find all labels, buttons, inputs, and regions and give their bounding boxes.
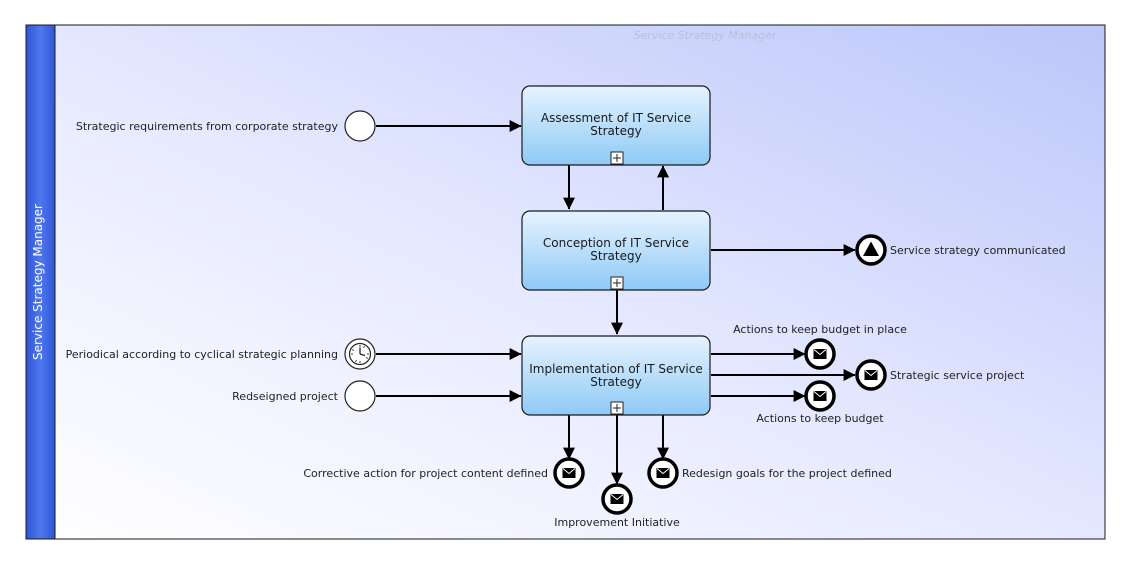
envelope-icon xyxy=(610,494,624,504)
event-label: Corrective action for project content de… xyxy=(303,467,548,480)
lane-label: Service Strategy Manager xyxy=(31,204,45,360)
envelope-icon xyxy=(813,349,827,359)
end-event-keep-budget-in-place[interactable]: Actions to keep budget in place xyxy=(733,323,907,370)
end-event-strategy-communicated[interactable]: Service strategy communicated xyxy=(855,234,1066,266)
event-label: Periodical according to cyclical strateg… xyxy=(66,348,338,361)
start-event-strategic-requirements[interactable]: Strategic requirements from corporate st… xyxy=(76,110,376,142)
event-label: Actions to keep budget xyxy=(756,412,884,425)
envelope-icon xyxy=(813,391,827,401)
event-label: Redseigned project xyxy=(232,390,339,403)
expand-subprocess-icon[interactable] xyxy=(610,151,624,165)
end-event-corrective-action[interactable]: Corrective action for project content de… xyxy=(303,457,585,489)
pool-title: Service Strategy Manager xyxy=(634,29,778,42)
envelope-icon xyxy=(864,370,878,380)
envelope-icon xyxy=(656,468,670,478)
event-label: Strategic requirements from corporate st… xyxy=(76,120,339,133)
signal-icon xyxy=(863,241,879,256)
start-event-redesigned-project[interactable]: Redseigned project xyxy=(232,380,376,412)
sequence-flows xyxy=(376,120,856,485)
task-assessment[interactable]: Assessment of IT Service Strategy xyxy=(521,85,711,166)
task-label-line2: Strategy xyxy=(590,124,641,138)
end-event-keep-budget[interactable]: Actions to keep budget xyxy=(756,380,884,425)
event-label: Redesign goals for the project defined xyxy=(682,467,892,480)
event-label: Strategic service project xyxy=(890,369,1025,382)
expand-subprocess-icon[interactable] xyxy=(610,401,624,415)
task-label-line2: Strategy xyxy=(590,375,641,389)
end-event-redesign-goals[interactable]: Redesign goals for the project defined xyxy=(647,457,892,489)
start-event-periodical[interactable]: Periodical according to cyclical strateg… xyxy=(66,338,376,370)
clock-icon xyxy=(348,342,372,366)
expand-subprocess-icon[interactable] xyxy=(610,276,624,290)
end-event-improvement-initiative[interactable]: Improvement Initiative xyxy=(554,483,680,529)
envelope-icon xyxy=(562,468,576,478)
event-label: Actions to keep budget in place xyxy=(733,323,907,336)
event-label: Improvement Initiative xyxy=(554,516,680,529)
task-label-line1: Assessment of IT Service xyxy=(541,111,691,125)
task-label-line1: Conception of IT Service xyxy=(543,236,689,250)
lane-header xyxy=(25,24,56,540)
event-label: Service strategy communicated xyxy=(890,244,1066,257)
end-event-strategic-service-project[interactable]: Strategic service project xyxy=(855,359,1025,391)
task-label-line1: Implementation of IT Service xyxy=(529,362,703,376)
task-implementation[interactable]: Implementation of IT Service Strategy xyxy=(521,335,711,416)
task-label-line2: Strategy xyxy=(590,249,641,263)
task-conception[interactable]: Conception of IT Service Strategy xyxy=(521,210,711,291)
